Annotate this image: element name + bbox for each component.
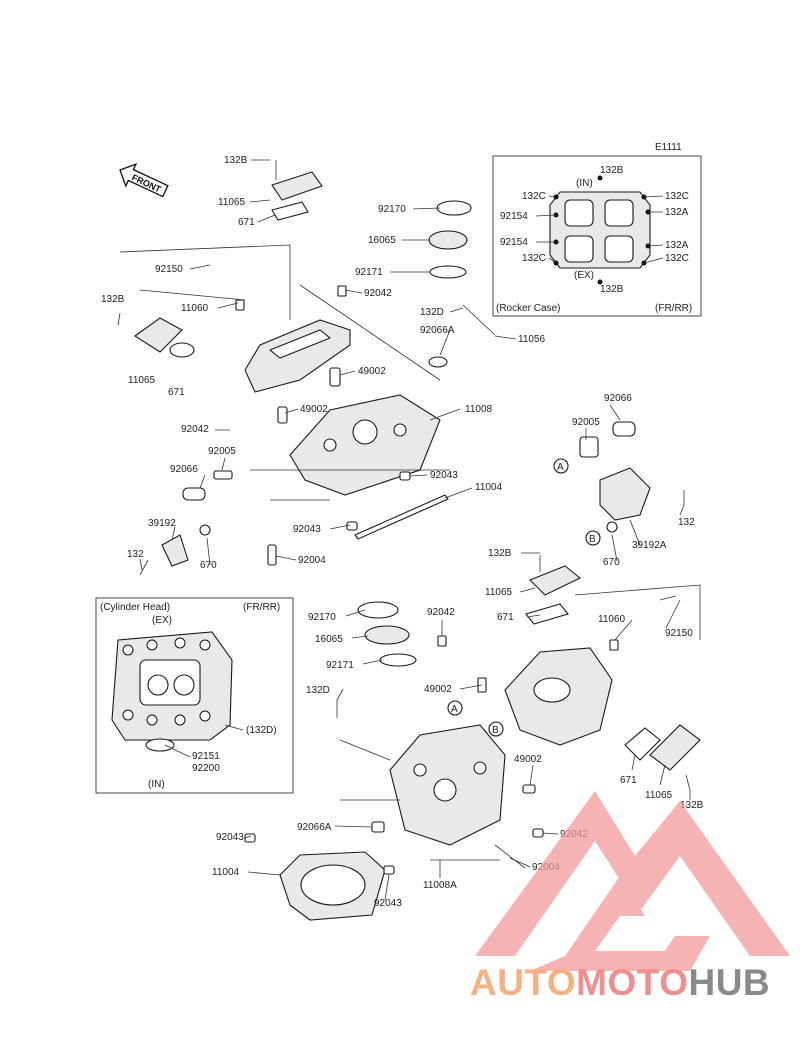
cylinder-inset-in: (IN) [148, 779, 165, 790]
automotohub-logo-icon [475, 791, 790, 971]
ref-b-right: B [589, 534, 596, 545]
cylinder-inset-92200: 92200 [192, 763, 220, 774]
leader-lines [117, 159, 691, 901]
callout-92171-bottom: 92171 [326, 660, 354, 671]
callout-671-mid: 671 [497, 612, 514, 623]
callout-670-right: 670 [603, 557, 620, 568]
rocker-inset-92154-2: 92154 [500, 237, 528, 248]
callout-92043-bottom: 92043 [374, 898, 402, 909]
callout-132d-bottom: 132D [306, 685, 330, 696]
callout-132b-left: 132B [101, 294, 125, 305]
callout-11056: 11056 [518, 334, 546, 345]
cylinder-inset-variant: (FR/RR) [243, 602, 280, 613]
reference-markers: A B A B [447, 458, 601, 737]
right-side-parts [579, 421, 685, 533]
callout-49002-bottom: 49002 [424, 684, 452, 695]
callout-92005-left: 92005 [208, 446, 236, 457]
callout-labels: 132B 11065 671 92170 16065 92171 92150 9… [101, 155, 704, 909]
callout-11065-bottom: 11065 [645, 790, 673, 801]
callout-49002-left: 49002 [300, 404, 328, 415]
rocker-inset-ex: (EX) [574, 270, 594, 281]
automotohub-wordmark: AUTOMOTOHUB [470, 962, 800, 1004]
wordmark-auto: AUTO [470, 962, 577, 1003]
rocker-inset-title: (Rocker Case) [496, 303, 560, 314]
callout-132-right: 132 [678, 517, 695, 528]
ref-a-right: A [557, 462, 564, 473]
rocker-inset-variant: (FR/RR) [655, 303, 692, 314]
callout-49002-top: 49002 [358, 366, 386, 377]
callout-11060-right: 11060 [598, 614, 626, 625]
rocker-inset-132b-top: 132B [600, 165, 624, 176]
callout-11065-left: 11065 [128, 375, 156, 386]
rocker-inset-132c-1: 132C [522, 191, 546, 202]
cylinder-inset-title: (Cylinder Head) [100, 602, 170, 613]
ref-a-bottom: A [451, 704, 458, 715]
rocker-inset-in: (IN) [576, 178, 593, 189]
callout-39192a: 39192A [632, 540, 667, 551]
callout-92150-right: 92150 [665, 628, 693, 639]
callout-132b-top: 132B [224, 155, 248, 166]
callout-670-left: 670 [200, 560, 217, 571]
diagram-code: E1111 [655, 142, 682, 153]
callout-92171-top: 92171 [355, 267, 383, 278]
callout-92170-bottom: 92170 [308, 612, 336, 623]
rocker-inset-92154-1: 92154 [500, 211, 528, 222]
callout-92066-left: 92066 [170, 464, 198, 475]
callout-132d-top: 132D [420, 307, 444, 318]
callout-16065-bottom: 16065 [315, 634, 343, 645]
rocker-inset-132a-1: 132A [665, 207, 689, 218]
rocker-inset-132c-4: 132C [665, 253, 689, 264]
front-arrow-icon: FRONT [119, 163, 169, 198]
callout-92170-top: 92170 [378, 204, 406, 215]
callout-11008: 11008 [465, 404, 493, 415]
callout-92150-top: 92150 [155, 264, 183, 275]
callout-92043-bottom-left: 92043 [216, 832, 244, 843]
cylinder-inset-132d: (132D) [246, 725, 277, 736]
callout-92066a-top: 92066A [420, 325, 455, 336]
callout-132-left: 132 [127, 549, 144, 560]
callout-11004-top: 11004 [475, 482, 503, 493]
rocker-inset-132a-2: 132A [665, 240, 689, 251]
wordmark-moto: MOTO [576, 962, 689, 1003]
ref-b-bottom: B [492, 725, 499, 736]
callout-11065-top: 11065 [218, 197, 246, 208]
rocker-inset-132b-bottom: 132B [600, 284, 624, 295]
front-cylinder-assembly [119, 160, 496, 576]
wordmark-hub: HUB [688, 962, 771, 1003]
callout-11004-bottom: 11004 [212, 867, 240, 878]
callout-92043-top: 92043 [430, 470, 458, 481]
callout-92043-mid: 92043 [293, 524, 321, 535]
callout-92042-left: 92042 [181, 424, 209, 435]
callout-11008a: 11008A [423, 880, 457, 891]
cylinder-inset-92151: 92151 [192, 751, 220, 762]
callout-92042-bottom: 92042 [427, 607, 455, 618]
cylinder-inset-ex: (EX) [152, 615, 172, 626]
rocker-inset-132c-2: 132C [522, 253, 546, 264]
rocker-inset-132c-3: 132C [665, 191, 689, 202]
callout-92004-top: 92004 [298, 555, 326, 566]
callout-132b-mid: 132B [488, 548, 512, 559]
callout-671-bottom: 671 [620, 775, 637, 786]
callout-49002-right: 49002 [514, 754, 542, 765]
rocker-case-inset: (Rocker Case) (FR/RR) (IN) (EX) 132B 132… [492, 155, 702, 317]
callout-11060-top: 11060 [181, 303, 209, 314]
callout-11065-mid: 11065 [485, 587, 513, 598]
callout-92042-top: 92042 [364, 288, 392, 299]
callout-92066a-bottom: 92066A [297, 822, 332, 833]
callout-16065-top: 16065 [368, 235, 396, 246]
cylinder-head-inset: (Cylinder Head) (FR/RR) (EX) (IN) (132D)… [95, 597, 294, 794]
rear-cylinder-assembly [244, 555, 701, 921]
callout-671-top: 671 [238, 217, 255, 228]
callout-39192: 39192 [148, 518, 176, 529]
callout-132b-bottom: 132B [680, 800, 704, 811]
callout-671-left: 671 [168, 387, 185, 398]
callout-92066-right: 92066 [604, 393, 632, 404]
callout-92005-right: 92005 [572, 417, 600, 428]
